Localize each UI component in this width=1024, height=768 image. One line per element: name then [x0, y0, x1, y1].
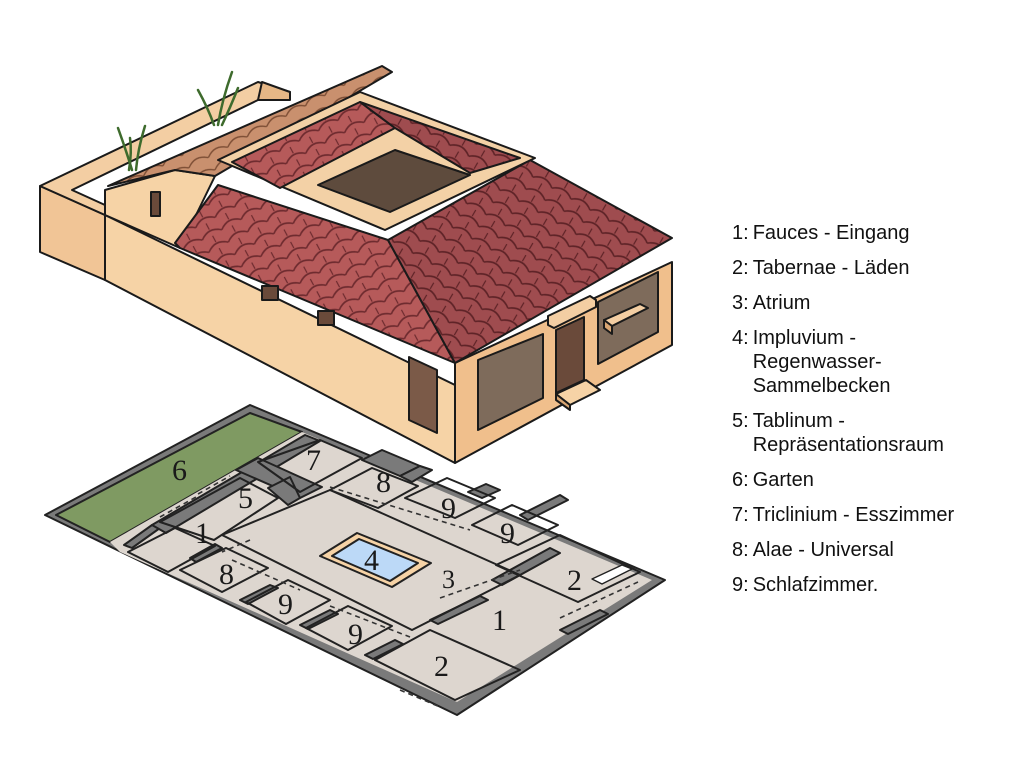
legend-number: 2:: [732, 257, 749, 279]
legend-text: Schlafzimmer.: [752, 574, 879, 596]
legend-item-8: 8:Alae - Universal: [732, 538, 1022, 562]
room-label-3: 3: [442, 565, 455, 594]
room-label-2b: 2: [434, 650, 449, 683]
room-label-6: 6: [172, 454, 187, 487]
room-legend: 1:Fauces - Eingang 2:Tabernae - Läden 3:…: [732, 221, 1022, 608]
room-label-5: 5: [238, 482, 253, 515]
open-thresholds: [159, 475, 639, 708]
legend-item-2: 2:Tabernae - Läden: [732, 256, 1022, 280]
window: [317, 310, 335, 326]
legend-number: 5:: [732, 410, 749, 432]
room-label-1: 1: [195, 517, 210, 550]
legend-text: Atrium: [752, 292, 811, 314]
room-label-4: 4: [364, 544, 379, 577]
floor-plan: [44, 404, 666, 716]
legend-text: Impluvium - Regenwasser-Sammelbecken: [752, 327, 891, 397]
garden-wall-inner: [257, 81, 291, 101]
room-label-9b: 9: [500, 517, 515, 550]
legend-text: Alae - Universal: [752, 539, 894, 561]
legend-number: 8:: [732, 539, 749, 561]
room-label-8: 8: [376, 466, 391, 499]
legend-item-6: 6:Garten: [732, 468, 1022, 492]
plan-shop-counter: [591, 564, 633, 585]
legend-number: 3:: [732, 292, 749, 314]
legend-text: Tabernae - Läden: [752, 257, 910, 279]
window: [261, 285, 279, 301]
legend-item-5: 5:Tablinum - Repräsentationsraum: [732, 409, 997, 457]
room-label-9c: 9: [278, 588, 293, 621]
plan-number-labels: 1 1 2 2 3 4 5 6 7 8 8 9 9 9 9: [172, 444, 582, 683]
legend-number: 7:: [732, 504, 749, 526]
legend-number: 1:: [732, 222, 749, 244]
legend-text: Triclinium - Esszimmer: [752, 504, 955, 526]
legend-item-7: 7:Triclinium - Esszimmer: [732, 503, 1022, 527]
room-label-9d: 9: [348, 618, 363, 651]
legend-number: 6:: [732, 469, 749, 491]
garden-grass: [116, 70, 240, 172]
legend-item-1: 1:Fauces - Eingang: [732, 221, 1022, 245]
legend-item-3: 3:Atrium: [732, 291, 1022, 315]
room-label-2: 2: [567, 564, 582, 597]
legend-text: Fauces - Eingang: [752, 222, 910, 244]
interior-walls: [123, 434, 609, 660]
room-outlines: [127, 439, 641, 701]
entrance-lintel: [547, 295, 597, 329]
roof-right-slope: [387, 159, 673, 364]
legend-number: 4:: [732, 327, 749, 349]
room-label-8b: 8: [219, 558, 234, 591]
shop-opening-left: [477, 333, 544, 431]
entrance-step-front: [555, 393, 571, 411]
legend-item-4: 4:Impluvium - Regenwasser-Sammelbecken: [732, 326, 902, 398]
compluvium-opening: [317, 149, 471, 213]
room-label-1b: 1: [492, 604, 507, 637]
legend-number: 9:: [732, 574, 749, 596]
legend-item-9: 9:Schlafzimmer.: [732, 573, 1022, 597]
house-3d: [39, 65, 673, 464]
impluvium-water: [331, 538, 419, 582]
atrium-inner-roof-right: [359, 101, 521, 174]
entrance-door: [555, 316, 585, 394]
legend-text: Tablinum - Repräsentationsraum: [752, 410, 944, 456]
shop-counter-front: [603, 319, 613, 335]
room-label-7: 7: [306, 444, 321, 477]
room-label-9a: 9: [441, 492, 456, 525]
side-door: [408, 356, 438, 434]
legend-text: Garten: [752, 469, 814, 491]
window: [150, 191, 161, 217]
